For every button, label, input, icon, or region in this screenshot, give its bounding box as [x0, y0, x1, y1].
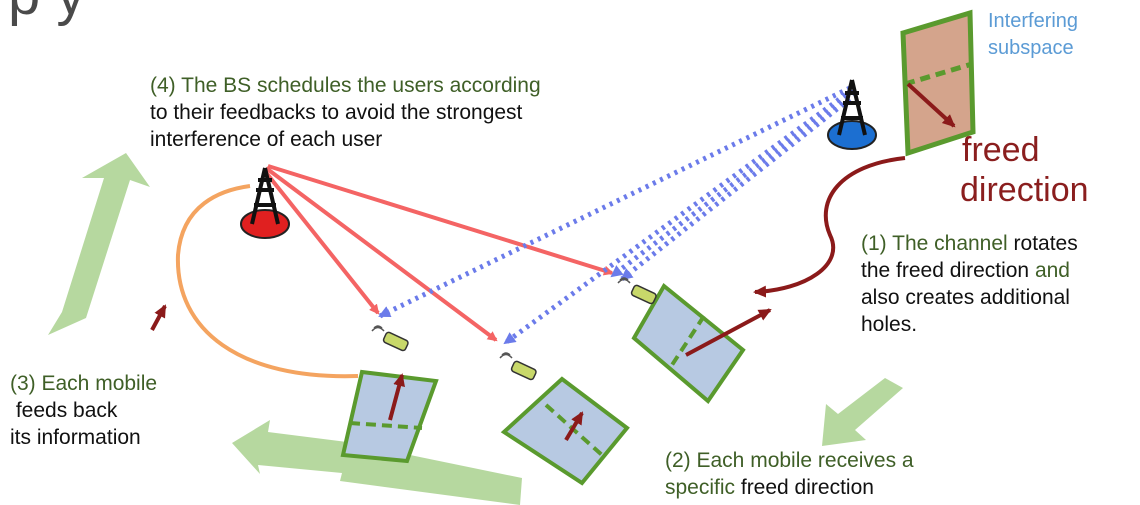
interfering-subspace-label: Interfering subspace: [988, 8, 1078, 62]
slide-title-fragment: p y: [8, 0, 85, 24]
interfering-label-line2: subspace: [988, 37, 1074, 59]
step1-line2-b: and: [1029, 259, 1070, 282]
step3-line1: (3) Each mobile: [10, 372, 158, 395]
step1-line2-a: the freed direction: [861, 259, 1030, 282]
step4-line3: interference of each user: [150, 128, 383, 151]
green-arrow-down: [822, 378, 903, 446]
step1-line1-a: (1) The channel: [861, 232, 1008, 255]
mobile-phone-icon: [371, 325, 409, 352]
step1-line3: also creates additional: [861, 286, 1070, 309]
step2-caption: (2) Each mobile receives a specific free…: [665, 447, 914, 501]
step2-line2-b: freed direction: [740, 476, 874, 499]
freed-label-line1: freed: [962, 131, 1040, 169]
green-arrow-up: [48, 153, 150, 335]
interfering-subspace-rect: [900, 9, 976, 157]
step3-line2: feeds back: [10, 399, 118, 422]
small-dark-arrow: [150, 304, 167, 331]
scheduling-links: [262, 164, 614, 342]
step1-caption: (1) The channel rotates the freed direct…: [861, 230, 1078, 338]
step1-line4: holes.: [861, 313, 918, 336]
step1-line1-b: rotates: [1007, 232, 1078, 255]
mobile-subspace-rect-1: [631, 282, 772, 404]
mobile-subspace-rect-3: [500, 376, 630, 486]
green-arrow-left: [232, 420, 522, 505]
mobile-subspace-rect-2: [340, 369, 439, 464]
step3-caption: (3) Each mobile feeds back its informati…: [10, 370, 157, 451]
base-station-red: [240, 167, 290, 239]
step4-line2: to their feedbacks to avoid the stronges…: [150, 101, 523, 124]
step2-line1: (2) Each mobile receives a: [665, 449, 914, 472]
step3-line3: its information: [10, 426, 141, 449]
step4-line1: (4) The BS schedules the users according: [150, 74, 541, 97]
rotation-curve-arrow: [753, 156, 906, 298]
mobile-phone-icon: [617, 277, 657, 305]
interference-links: [378, 85, 858, 346]
mobile-phone-icon: [499, 352, 537, 381]
step4-caption: (4) The BS schedules the users according…: [150, 72, 541, 153]
feedback-arc: [175, 184, 359, 379]
freed-label-line2: direction: [960, 171, 1089, 209]
interfering-label-line1: Interfering: [988, 10, 1079, 32]
step2-line2-a: specific: [665, 476, 741, 499]
freed-direction-label: freed direction: [960, 130, 1089, 210]
base-station-blue: [827, 79, 877, 150]
